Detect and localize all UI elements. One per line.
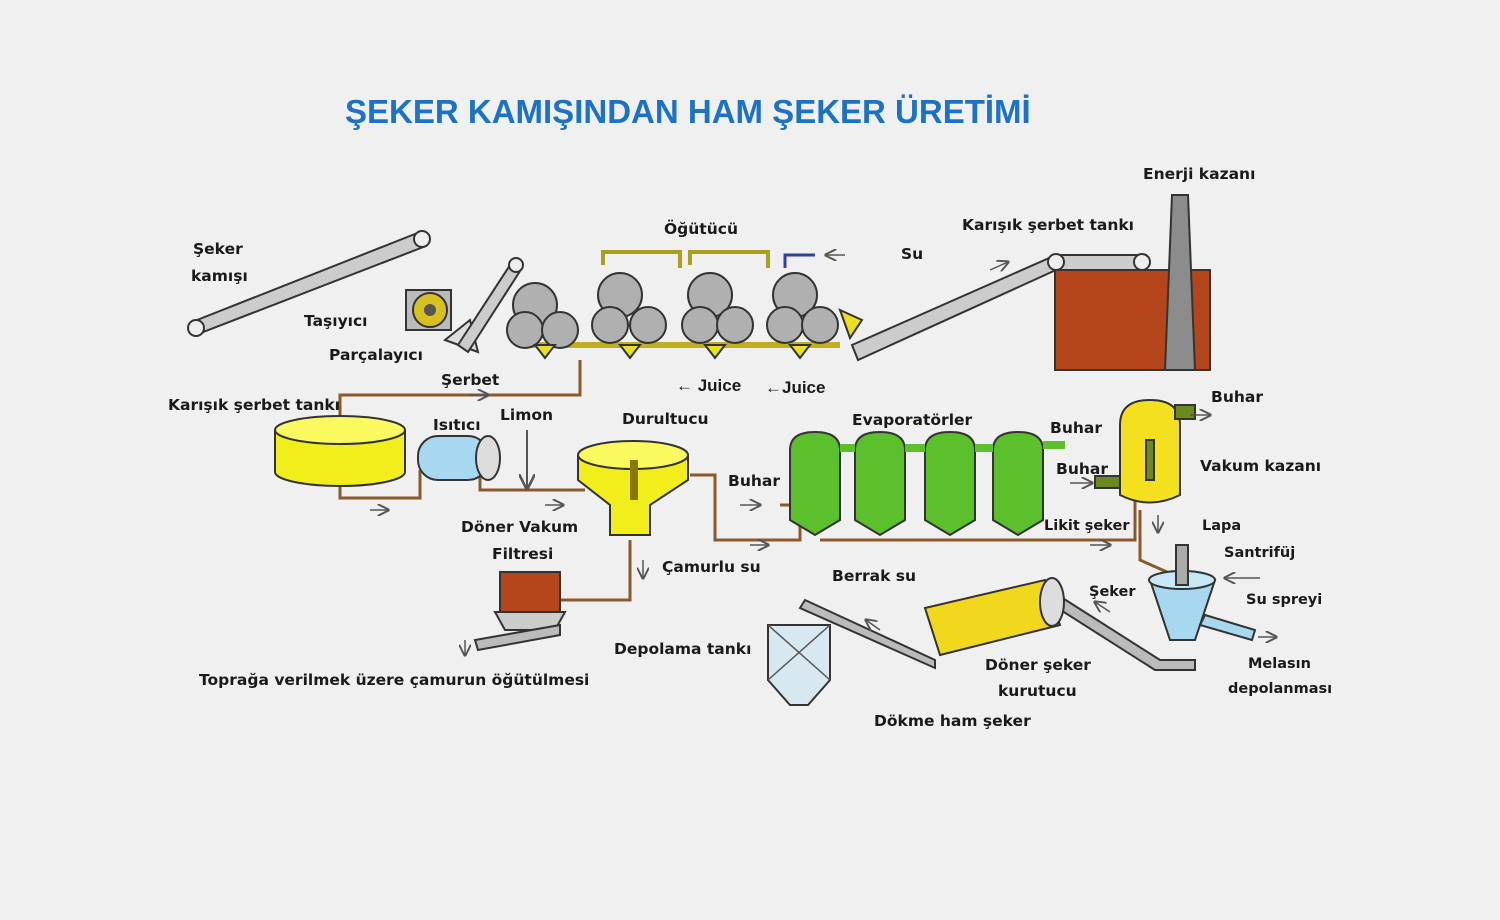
storage-tank — [767, 624, 831, 706]
label-kurutucu: kurutucu — [998, 682, 1077, 700]
storage-conveyor — [798, 598, 936, 670]
label-parcalayici: Parçalayıcı — [329, 346, 423, 364]
label-limon: Limon — [500, 406, 554, 424]
label-ogutucu: Öğütücü — [664, 220, 738, 238]
roller-mills — [506, 250, 864, 360]
label-enerji-kazani: Enerji kazanı — [1143, 165, 1256, 183]
label-serbet: Şerbet — [441, 371, 500, 389]
label-doner-vakum: Döner Vakum — [461, 518, 579, 536]
label-filtresi: Filtresi — [492, 545, 554, 563]
evaporators — [789, 430, 1065, 537]
heater — [417, 435, 501, 481]
mixed-juice-tank — [274, 415, 406, 487]
label-su: Su — [901, 245, 924, 263]
label-juice: ← Juice — [676, 376, 742, 395]
label-berrak-su: Berrak su — [832, 567, 917, 585]
label-su-spreyi: Su spreyi — [1246, 592, 1323, 608]
clarifier — [577, 440, 689, 536]
energy-boiler — [1054, 194, 1211, 371]
flow-arrows — [370, 255, 1276, 655]
centrifuge — [1148, 544, 1257, 642]
label-camurlu-su: Çamurlu su — [662, 558, 761, 576]
label-doner-seker: Döner şeker — [985, 656, 1091, 674]
rotary-sugar-dryer — [923, 577, 1065, 657]
label-vakum-kazani: Vakum kazanı — [1200, 457, 1322, 475]
label-depolama-tanki: Depolama tankı — [614, 640, 752, 658]
cane-conveyor — [187, 230, 431, 337]
diagram-title: ŞEKER KAMIŞINDAN HAM ŞEKER ÜRETİMİ — [345, 93, 1031, 130]
label-buhar: Buhar — [1056, 460, 1108, 478]
label-buhar: Buhar — [1211, 388, 1263, 406]
label-likit-seker: Likit şeker — [1044, 518, 1130, 534]
label-buhar: Buhar — [1050, 419, 1102, 437]
label-buhar: Buhar — [728, 472, 780, 490]
label-seker-kamisi-2: kamışı — [191, 267, 248, 285]
label-juice: ←Juice — [765, 378, 826, 397]
inclined-conveyor — [456, 257, 524, 354]
label-dokme-ham-seker: Dökme ham şeker — [874, 712, 1031, 730]
label-depolanmasi: depolanması — [1228, 681, 1333, 697]
label-tasiyici: Taşıyıcı — [304, 312, 368, 330]
label-topraga: Toprağa verilmek üzere çamurun öğütülmes… — [199, 671, 590, 689]
label-karisik-serbet-tanki: Karışık şerbet tankı — [168, 396, 340, 414]
label-evaporatorler: Evaporatörler — [852, 411, 973, 429]
label-seker-kamisi: Şeker — [193, 240, 243, 258]
label-lapa: Lapa — [1202, 518, 1242, 534]
vacuum-pan — [1094, 398, 1196, 504]
label-santrifuj: Santrifüj — [1224, 545, 1296, 561]
label-seker: Şeker — [1089, 584, 1136, 600]
rotary-vacuum-filter — [473, 571, 567, 652]
label-karisik-serbet-tanki-top: Karışık şerbet tankı — [962, 216, 1134, 234]
label-durultucu: Durultucu — [622, 410, 709, 428]
label-isitici: Isıtıcı — [433, 416, 481, 434]
label-melasin: Melasın — [1248, 656, 1311, 672]
